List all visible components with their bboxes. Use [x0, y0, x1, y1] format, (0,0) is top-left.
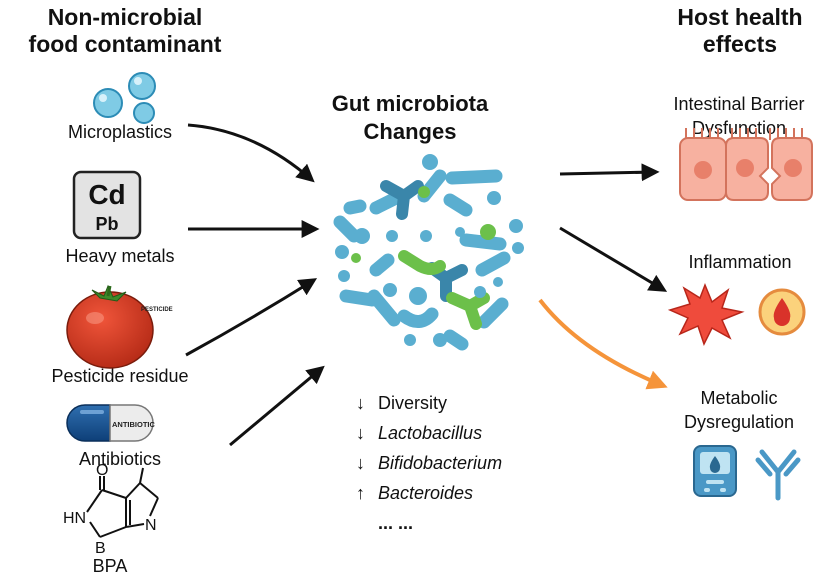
arrow-antibiotics: [229, 365, 325, 447]
microbiota-cluster-icon: [333, 154, 524, 351]
heavy-metals-icon: Cd Pb: [72, 170, 142, 240]
heavy-metals-label: Heavy metals: [65, 246, 175, 266]
change-row: ↓Diversity: [356, 393, 448, 413]
antibiotics-label: Antibiotics: [78, 449, 162, 469]
left-title: Non-microbial food contaminant: [28, 4, 222, 57]
antibody-receptor-icon: [755, 449, 801, 501]
antibiotic-tag: ANTIBIOTIC: [112, 420, 155, 429]
antibiotic-capsule-icon: ANTIBIOTIC: [66, 404, 155, 442]
changes-list: ↓Diversity ↓Lactobacillus ↓Bifidobacteri…: [356, 388, 576, 538]
bpa-atom-n: N: [145, 517, 157, 534]
arrow-to-barrier: [559, 163, 660, 182]
pesticide-tag: PESTICIDE: [141, 307, 173, 313]
arrow-to-inflammation: [559, 226, 668, 292]
glucose-meter-icon: [693, 445, 737, 497]
bpa-atom-b: B: [95, 540, 106, 557]
microplastics-icon: [93, 72, 156, 124]
change-row: ↑Bacteroides: [356, 483, 474, 503]
tomato-icon: PESTICIDE: [66, 284, 173, 369]
bpa-atom-hn: HN: [63, 510, 86, 527]
inflammation-label: Inflammation: [688, 252, 792, 272]
pesticide-label: Pesticide residue: [51, 366, 189, 386]
arrow-pesticide: [185, 278, 318, 357]
change-row: ↓Bifidobacterium: [356, 453, 503, 473]
metabolic-label: Metabolic Dysregulation: [683, 388, 795, 432]
inflammation-drop-icon: [758, 288, 806, 336]
microplastics-label: Microplastics: [67, 122, 173, 142]
bpa-structure-icon: [86, 467, 159, 538]
barrier-label: Intestinal Barrier Dysfunction: [673, 94, 805, 138]
right-title: Host health effects: [677, 4, 803, 57]
pb-symbol: Pb: [95, 214, 118, 234]
inflammation-star-icon: [667, 282, 745, 346]
center-title: Gut microbiota Changes: [331, 91, 489, 144]
cd-symbol: Cd: [88, 179, 125, 210]
change-row: ↓Lactobacillus: [356, 423, 483, 443]
ellipsis: ... ...: [378, 513, 414, 533]
bpa-label: BPA: [92, 556, 128, 576]
arrow-to-metabolic: [538, 298, 668, 390]
